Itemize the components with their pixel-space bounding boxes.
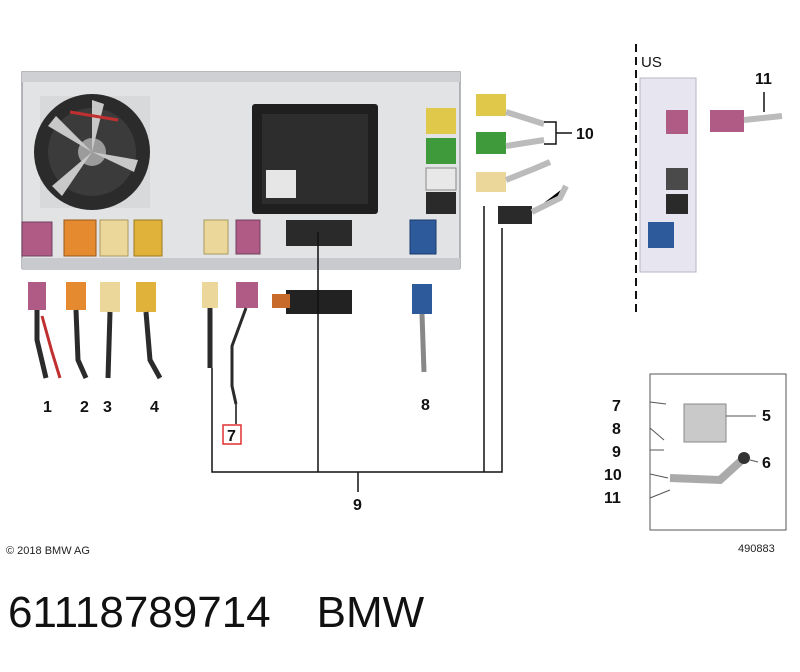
legend-box (649, 373, 787, 531)
parts-diagram: 1 2 3 4 7 8 9 10 11 US 7 8 9 10 11 5 6 ©… (6, 44, 787, 557)
callout-4: 4 (150, 399, 159, 416)
legend-row-8: 8 (612, 421, 621, 438)
callout-8: 8 (421, 397, 430, 414)
legend-row-11: 11 (604, 490, 621, 507)
legend-row-10: 10 (604, 467, 622, 484)
legend-row-9: 9 (612, 444, 621, 461)
part-number: 61118789714 (8, 588, 271, 637)
us-variant-inset (635, 44, 783, 312)
connector-row (21, 108, 457, 257)
callout-7: 7 (227, 428, 236, 445)
cable-connectors (28, 282, 432, 405)
callout-7-highlight-box (222, 424, 242, 445)
part-info: 61118789714 BMW (8, 588, 424, 638)
callout-1: 1 (43, 399, 52, 416)
callout-3: 3 (103, 399, 112, 416)
brand-name: BMW (316, 588, 425, 637)
fan-icon (34, 94, 150, 210)
leader-lines (211, 121, 572, 492)
callout-9: 9 (353, 497, 362, 514)
legend-part-6: 6 (762, 455, 771, 472)
region-label: US (641, 54, 662, 71)
main-connector-block (252, 104, 378, 214)
legend-row-7: 7 (612, 398, 621, 415)
pigtail-connectors (476, 94, 569, 224)
copyright-text: © 2018 BMW AG (6, 545, 90, 557)
callout-10: 10 (576, 126, 594, 143)
callout-11: 11 (755, 71, 772, 88)
diagram-number: 490883 (738, 543, 775, 555)
callout-2: 2 (80, 399, 89, 416)
legend-part-5: 5 (762, 408, 771, 425)
